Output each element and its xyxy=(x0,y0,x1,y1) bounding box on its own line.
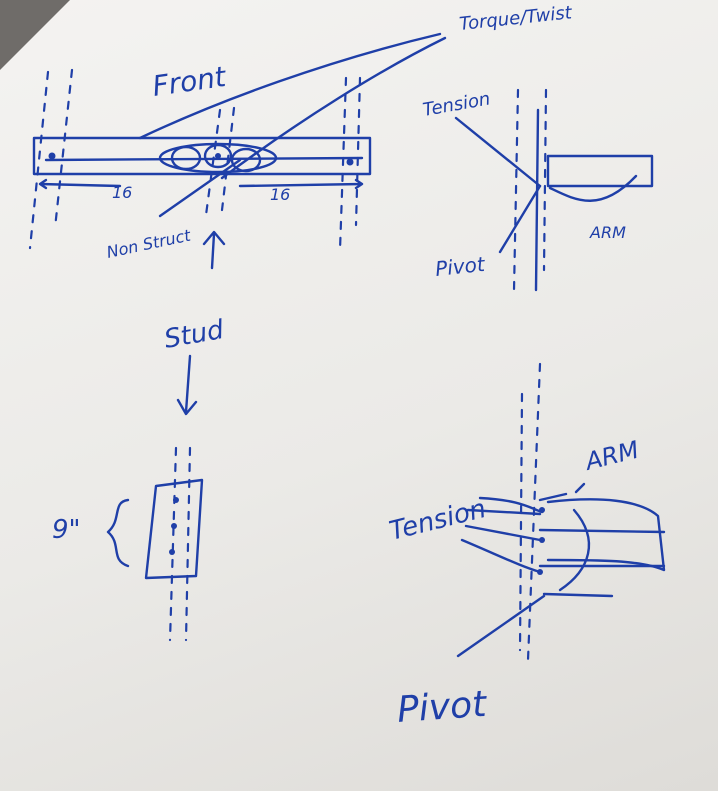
stud-dash-a xyxy=(168,446,178,642)
wall-dash-c xyxy=(526,362,542,662)
label-tension-bottom: Tension xyxy=(386,494,489,547)
pivot-leader-top xyxy=(498,184,542,254)
stud-arrow-down xyxy=(176,354,198,416)
pivot-leader-bottom xyxy=(456,594,546,658)
horizontal-rail xyxy=(32,136,372,176)
stud-block xyxy=(144,478,204,580)
bracket-hole-mid xyxy=(203,143,233,169)
arm-outline-bottom xyxy=(546,498,666,572)
tension-line-1 xyxy=(466,508,542,516)
desk-corner xyxy=(0,0,70,70)
label-pivot-bottom: Pivot xyxy=(396,684,490,731)
screw-mid xyxy=(215,153,221,159)
stud-dash-b xyxy=(184,446,192,642)
stud-arrow-up xyxy=(202,230,226,270)
pivot-bar xyxy=(542,592,614,598)
tension-leader-top xyxy=(454,116,542,188)
wall-dash-b xyxy=(542,88,548,272)
stud-screw-3 xyxy=(169,549,175,555)
label-arm-top: ARM xyxy=(589,223,626,242)
nine-inch-brace xyxy=(106,498,130,568)
screw-right xyxy=(346,158,354,166)
dimension-right xyxy=(238,178,364,190)
stud-line-right-a xyxy=(338,76,348,252)
bracket-hole-right xyxy=(230,147,262,173)
wall-dash-d xyxy=(518,392,524,652)
tension-line-4 xyxy=(478,496,544,514)
wall-line xyxy=(534,108,540,292)
arm-bar-upper xyxy=(538,528,666,534)
stud-line-left-b xyxy=(53,68,74,230)
label-torque-twist: Torque/Twist xyxy=(458,2,573,35)
tension-line-2 xyxy=(464,524,542,542)
label-dim-right: 16 xyxy=(270,185,290,204)
non-struct-leader xyxy=(158,158,242,218)
front-view-diagram xyxy=(28,32,447,416)
label-pivot-top: Pivot xyxy=(434,252,487,281)
tension-line-3 xyxy=(460,538,542,574)
dimension-left xyxy=(38,178,122,190)
bracket-screw-2 xyxy=(539,537,545,543)
screw-left xyxy=(48,152,56,160)
wall-dash-a xyxy=(512,88,520,292)
arm-curve xyxy=(558,508,591,592)
bracket-hole-left xyxy=(170,145,202,171)
label-tension-top: Tension xyxy=(421,88,492,120)
torque-leader-lower xyxy=(220,36,447,180)
stud-screw-2 xyxy=(171,523,177,529)
label-non-struct: Non Struct xyxy=(105,225,193,261)
label-nine-inch: 9" xyxy=(52,515,81,545)
side-view-top xyxy=(454,88,654,292)
label-front: Front xyxy=(150,60,228,103)
stud-line-mid-a xyxy=(204,108,222,217)
arm-shape xyxy=(546,154,654,188)
stud-line-left-a xyxy=(28,70,50,250)
rail-centerline xyxy=(44,156,364,162)
label-stud: Stud xyxy=(162,315,226,355)
stud-line-mid-b xyxy=(220,106,236,212)
arm-leader xyxy=(548,174,638,202)
stud-closeup xyxy=(106,446,204,642)
side-view-bottom xyxy=(456,362,666,662)
torque-leader-upper xyxy=(138,32,442,140)
arm-pointer xyxy=(538,482,586,502)
label-arm-bottom: ARM xyxy=(581,436,642,477)
stud-screw-1 xyxy=(173,497,179,503)
label-dim-left: 16 xyxy=(112,183,132,202)
stud-line-right-b xyxy=(354,76,362,227)
